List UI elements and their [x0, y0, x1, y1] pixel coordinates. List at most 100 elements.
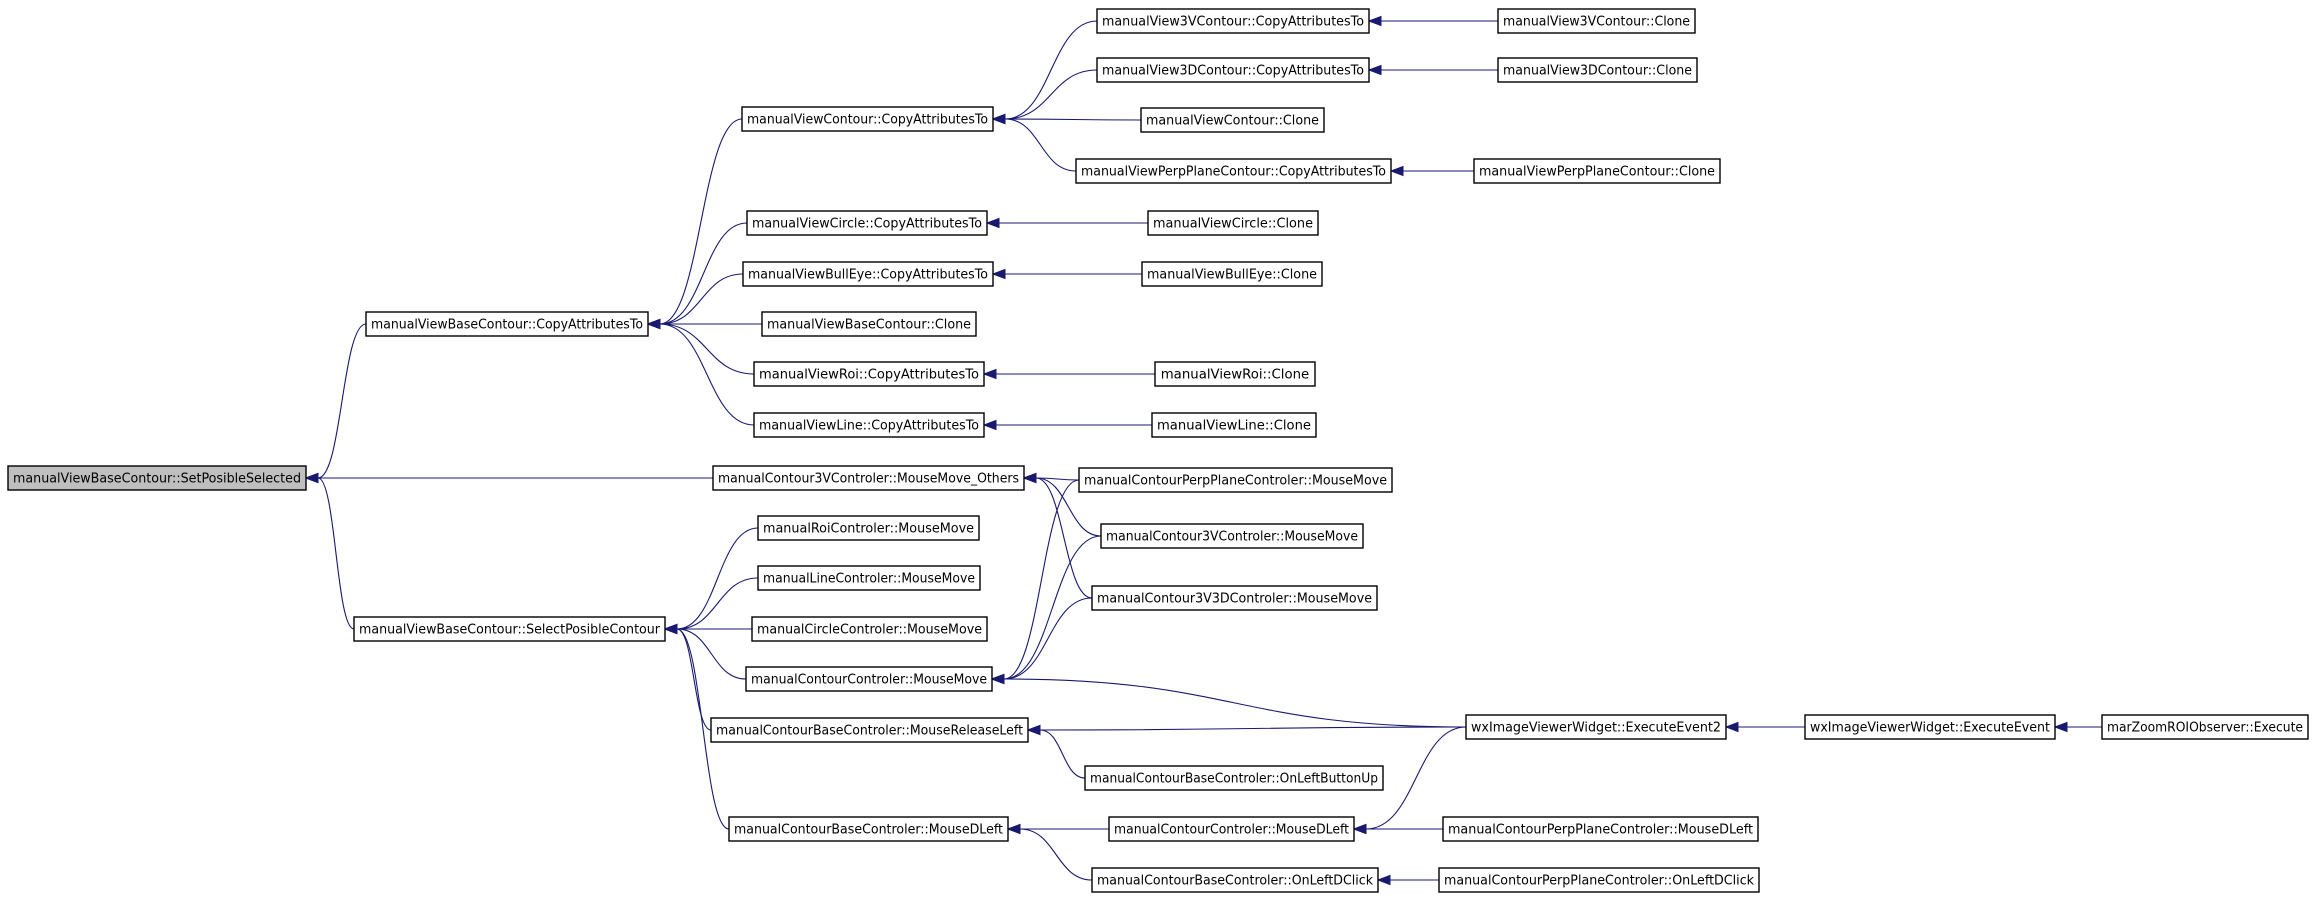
node-manualviewcircle-copyattributesto[interactable]: manualViewCircle::CopyAttributesTo	[746, 210, 988, 236]
node-manuallinecontroler-mousemove[interactable]: manualLineControler::MouseMove	[757, 565, 981, 591]
edge-line	[317, 323, 367, 479]
node-manualcontourperpplanecontroler-mousemove[interactable]: manualContourPerpPlaneControler::MouseMo…	[1078, 467, 1393, 493]
arrowhead-icon	[1026, 724, 1041, 736]
edge-line	[659, 273, 744, 325]
node-label: manualViewBullEye::CopyAttributesTo	[748, 268, 988, 283]
node-manualviewbasecontour-setposibleselected[interactable]: manualViewBaseContour::SetPosibleSelecte…	[7, 465, 307, 491]
node-wximageviewerwidget-executeevent[interactable]: wxImageViewerWidget::ExecuteEvent	[1804, 714, 2056, 740]
edge-line	[1035, 477, 1093, 599]
node-manualview3dcontour-clone[interactable]: manualView3DContour::Clone	[1497, 57, 1698, 83]
node-manualviewroi-copyattributesto[interactable]: manualViewRoi::CopyAttributesTo	[753, 361, 985, 387]
node-box	[757, 515, 980, 541]
node-manualcontourbasecontroler-onleftdclick[interactable]: manualContourBaseControler::OnLeftDClick	[1091, 867, 1379, 893]
node-manualviewbasecontour-copyattributesto[interactable]: manualViewBaseContour::CopyAttributesTo	[365, 311, 649, 337]
edges-layer	[304, 15, 2103, 886]
node-box	[365, 311, 649, 337]
node-manualviewperpplanecontour-clone[interactable]: manualViewPerpPlaneContour::Clone	[1473, 158, 1721, 184]
node-manualview3dcontour-copyattributesto[interactable]: manualView3DContour::CopyAttributesTo	[1096, 57, 1370, 83]
node-box	[1084, 765, 1384, 791]
edge-line	[1003, 479, 1080, 680]
node-marzoomroiobserver-execute[interactable]: marZoomROIObserver::Execute	[2101, 714, 2309, 740]
node-manualcontour3vcontroler-mousemove[interactable]: manualContour3VControler::MouseMove	[1100, 523, 1364, 549]
node-manualviewcircle-clone[interactable]: manualViewCircle::Clone	[1147, 210, 1319, 236]
node-manualcontour3vcontroler-mousemove-others[interactable]: manualContour3VControler::MouseMove_Othe…	[712, 465, 1025, 491]
node-manualviewline-clone[interactable]: manualViewLine::Clone	[1151, 412, 1317, 438]
node-manualcontourbasecontroler-onleftbuttonup[interactable]: manualContourBaseControler::OnLeftButton…	[1084, 765, 1384, 791]
node-manualroicontroler-mousemove[interactable]: manualRoiControler::MouseMove	[757, 515, 980, 541]
node-manualviewbulleye-clone[interactable]: manualViewBullEye::Clone	[1141, 261, 1323, 287]
edge-line	[676, 628, 747, 680]
node-manualcontourcontroler-mousemove[interactable]: manualContourControler::MouseMove	[745, 666, 993, 692]
node-box	[7, 465, 307, 491]
edge-line	[1019, 828, 1093, 881]
edge-manualcontourperpplanecontroler-mousemove-to-manualcontourcontroler-mousemove	[990, 479, 1080, 685]
edge-wximageviewerwidget-executeevent2-to-manualcontourbasecontroler-mousereleaseleft	[1026, 724, 1467, 736]
node-label: manualViewBaseContour::SetPosibleSelecte…	[13, 472, 301, 487]
node-label: manualLineControler::MouseMove	[763, 572, 975, 587]
node-box	[742, 261, 994, 287]
edge-manualviewline-clone-to-manualviewline-copyattributesto	[982, 419, 1153, 431]
edge-manualcontourbasecontroler-onleftdclick-to-manualcontourbasecontroler-mousedleft	[1006, 823, 1093, 881]
node-label: wxImageViewerWidget::ExecuteEvent	[1810, 721, 2050, 736]
arrowhead-icon	[990, 673, 1005, 685]
edge-manualcontourbasecontroler-mousereleaseleft-to-manualviewbasecontour-selectposiblecontour	[663, 623, 712, 731]
edge-wximageviewerwidget-executeevent-to-wximageviewerwidget-executeevent2	[1724, 721, 1806, 733]
edge-line	[1003, 678, 1467, 728]
arrowhead-icon	[1376, 874, 1391, 886]
node-box	[1100, 523, 1364, 549]
node-manualview3vcontour-copyattributesto[interactable]: manualView3VContour::CopyAttributesTo	[1096, 8, 1370, 34]
node-box	[1108, 816, 1355, 842]
node-manualviewcontour-clone[interactable]: manualViewContour::Clone	[1140, 107, 1325, 133]
node-manualcontour3v3dcontroler-mousemove[interactable]: manualContour3V3DControler::MouseMove	[1091, 585, 1378, 611]
arrowhead-icon	[982, 419, 997, 431]
node-box	[753, 361, 985, 387]
node-box	[1096, 8, 1370, 34]
node-manualviewbasecontour-clone[interactable]: manualViewBaseContour::Clone	[761, 311, 977, 337]
node-box	[1091, 585, 1378, 611]
node-manualcontourbasecontroler-mousereleaseleft[interactable]: manualContourBaseControler::MouseRelease…	[710, 717, 1029, 743]
node-manualcirclecontroler-mousemove[interactable]: manualCircleControler::MouseMove	[751, 616, 988, 642]
node-manualcontourcontroler-mousedleft[interactable]: manualContourControler::MouseDLeft	[1108, 816, 1355, 842]
edge-manualviewbasecontour-copyattributesto-to-manualviewbasecontour-setposibleselected	[304, 323, 367, 484]
node-label: manualViewLine::CopyAttributesTo	[759, 419, 979, 434]
node-manualview3vcontour-clone[interactable]: manualView3VContour::Clone	[1497, 8, 1696, 34]
node-label: manualView3VContour::Clone	[1503, 15, 1690, 30]
node-box	[1140, 107, 1325, 133]
node-box	[745, 666, 993, 692]
edge-manualview3dcontour-clone-to-manualview3dcontour-copyattributesto	[1367, 64, 1498, 76]
edge-manualviewcircle-clone-to-manualviewcircle-copyattributesto	[985, 217, 1148, 229]
edge-line	[1039, 729, 1086, 779]
node-box	[741, 106, 994, 132]
node-manualviewbulleye-copyattributesto[interactable]: manualViewBullEye::CopyAttributesTo	[742, 261, 994, 287]
arrowhead-icon	[991, 113, 1006, 125]
arrowhead-icon	[2053, 721, 2068, 733]
node-manualviewroi-clone[interactable]: manualViewRoi::Clone	[1154, 361, 1316, 387]
edge-line	[1003, 597, 1093, 680]
node-label: manualViewContour::Clone	[1146, 114, 1319, 129]
edge-manualview3dcontour-copyattributesto-to-manualviewcontour-copyattributesto	[991, 69, 1098, 125]
node-manualviewperpplanecontour-copyattributesto[interactable]: manualViewPerpPlaneContour::CopyAttribut…	[1075, 158, 1392, 184]
node-box	[1078, 467, 1393, 493]
node-box	[710, 717, 1029, 743]
node-box	[1154, 361, 1316, 387]
edge-line	[1039, 726, 1467, 731]
edge-line	[676, 527, 759, 630]
node-manualcontourperpplanecontroler-onleftdclick[interactable]: manualContourPerpPlaneControler::OnLeftD…	[1438, 867, 1760, 893]
node-label: manualViewPerpPlaneContour::CopyAttribut…	[1081, 165, 1386, 180]
node-box	[353, 616, 666, 642]
edge-manualviewperpplanecontour-clone-to-manualviewperpplanecontour-copyattributesto	[1389, 165, 1475, 177]
node-label: manualContourBaseControler::MouseRelease…	[716, 724, 1023, 739]
edge-line	[1035, 477, 1102, 537]
node-manualviewbasecontour-selectposiblecontour[interactable]: manualViewBaseContour::SelectPosibleCont…	[353, 616, 666, 642]
node-manualcontourperpplanecontroler-mousedleft[interactable]: manualContourPerpPlaneControler::MouseDL…	[1442, 816, 1759, 842]
node-label: manualContourPerpPlaneControler::MouseMo…	[1084, 474, 1387, 489]
node-manualviewcontour-copyattributesto[interactable]: manualViewContour::CopyAttributesTo	[741, 106, 994, 132]
node-wximageviewerwidget-executeevent2[interactable]: wxImageViewerWidget::ExecuteEvent2	[1465, 714, 1727, 740]
arrowhead-icon	[1724, 721, 1739, 733]
arrowhead-icon	[982, 368, 997, 380]
node-label: manualViewCircle::CopyAttributesTo	[752, 217, 982, 232]
arrowhead-icon	[1367, 15, 1382, 27]
edge-manualcontour3vcontroler-mousemove-to-manualcontourcontroler-mousemove	[990, 535, 1102, 685]
node-manualcontourbasecontroler-mousedleft[interactable]: manualContourBaseControler::MouseDLeft	[728, 816, 1009, 842]
node-manualviewline-copyattributesto[interactable]: manualViewLine::CopyAttributesTo	[753, 412, 985, 438]
